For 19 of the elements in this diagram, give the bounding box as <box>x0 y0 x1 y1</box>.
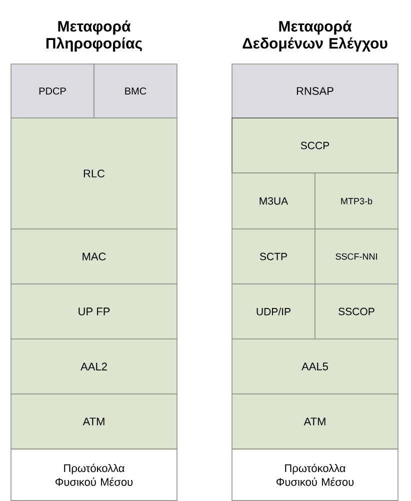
protocol-layer-box: SSCOP <box>314 284 398 340</box>
protocol-layer-box: UP FP <box>10 284 178 340</box>
protocol-layer-box: SCTP <box>232 228 316 284</box>
protocol-layer-box: ATM <box>10 394 178 450</box>
protocol-layer-box: AAL2 <box>10 338 178 394</box>
protocol-layer-box: AAL5 <box>232 338 398 394</box>
column-heading: Μεταφορά Πληροφορίας <box>46 20 142 52</box>
protocol-layer-box: SCCP <box>232 118 398 174</box>
protocol-layer-box: Πρωτόκολλα Φυσικού Μέσου <box>232 448 398 501</box>
protocol-layer-box: RNSAP <box>232 64 398 118</box>
protocol-layer-box: SSCF-NNI <box>314 228 398 284</box>
protocol-layer-box: MAC <box>10 228 178 284</box>
protocol-layer-box: PDCP <box>10 64 94 118</box>
protocol-layer-box: M3UA <box>232 172 316 230</box>
protocol-layer-box: ATM <box>232 394 398 450</box>
protocol-layer-box: BMC <box>94 64 178 118</box>
protocol-layer-box: Πρωτόκολλα Φυσικού Μέσου <box>10 448 178 501</box>
protocol-layer-box: UDP/IP <box>232 284 316 340</box>
protocol-layer-box: MTP3-b <box>314 172 398 230</box>
